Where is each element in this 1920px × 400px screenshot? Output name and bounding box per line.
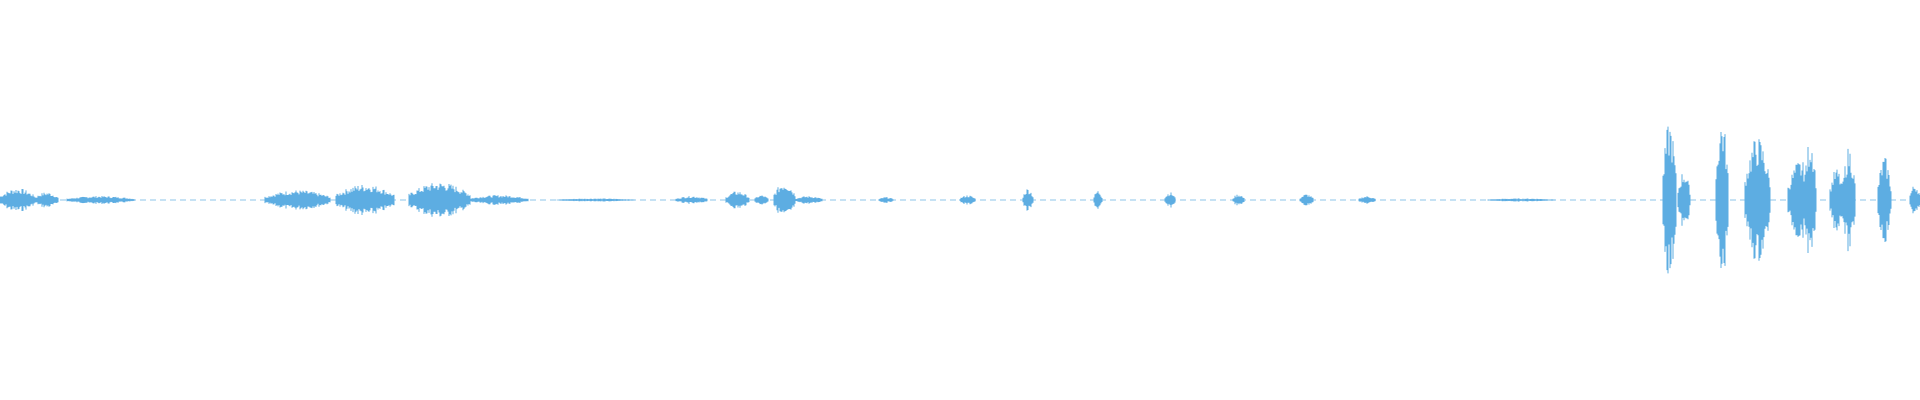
waveform-segment	[959, 195, 976, 205]
waveform-segment	[773, 187, 796, 213]
waveform-segment	[1677, 174, 1691, 226]
waveform-segment	[34, 192, 59, 208]
waveform-segment	[794, 196, 823, 204]
waveform-segment	[754, 195, 769, 205]
waveform-segment	[1022, 189, 1034, 211]
waveform-segment	[556, 198, 635, 202]
waveform-segment	[1299, 194, 1314, 206]
waveform-segment	[1164, 192, 1176, 208]
waveform-segment	[264, 190, 331, 210]
waveform-segment	[1829, 169, 1844, 231]
waveform-segment	[1744, 139, 1771, 261]
waveform-segment	[335, 185, 395, 215]
waveform-segment	[66, 196, 135, 204]
waveform-segment	[675, 196, 708, 204]
waveform-segment	[1093, 191, 1103, 209]
waveform-segment	[1804, 147, 1817, 253]
waveform-segment	[408, 183, 471, 217]
waveform-segment	[1662, 126, 1677, 274]
waveform-segment	[0, 189, 36, 211]
waveform-segment	[725, 191, 750, 209]
waveform-segment	[1487, 198, 1556, 202]
waveform-samples	[0, 126, 1920, 274]
waveform-segment	[1358, 196, 1376, 204]
waveform-segment	[1877, 158, 1892, 242]
waveform-segment	[1842, 148, 1856, 252]
waveform-segment	[878, 197, 894, 203]
waveform-segment	[469, 195, 529, 205]
waveform-segment	[1909, 186, 1920, 214]
waveform-segment	[1715, 132, 1729, 268]
waveform-segment	[1232, 194, 1245, 206]
